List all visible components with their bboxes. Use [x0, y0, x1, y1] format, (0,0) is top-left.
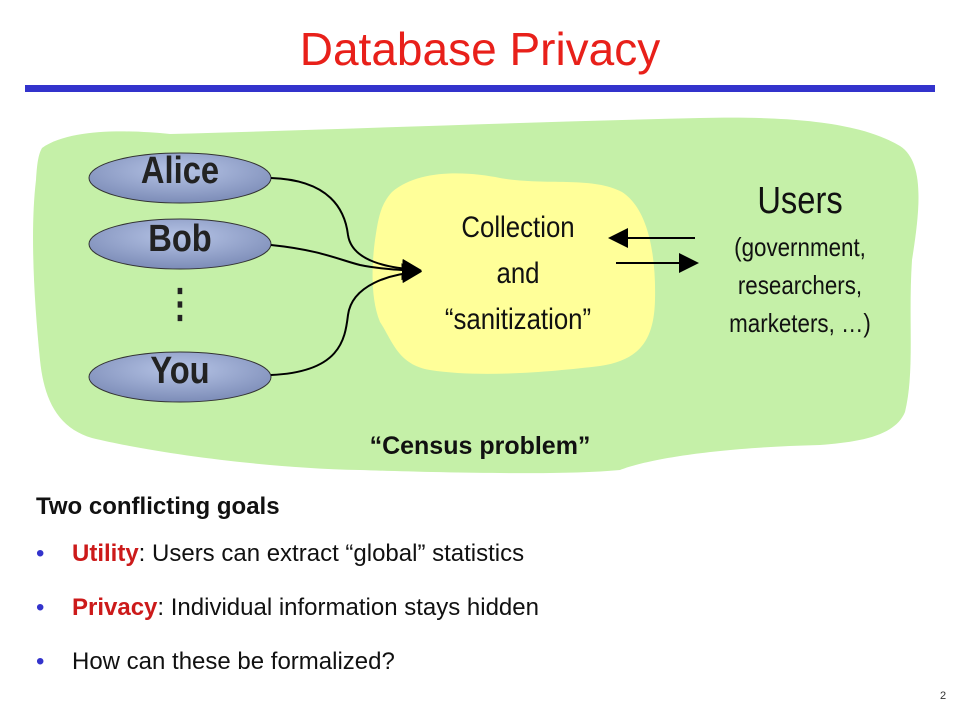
slide-title: Database Privacy — [299, 23, 661, 75]
bob-ellipse — [88, 218, 272, 270]
users-title: Users — [757, 180, 843, 222]
users-line-2: researchers, — [737, 270, 863, 300]
goal-text: : Individual information stays hidden — [157, 594, 539, 621]
you-label: You — [150, 350, 210, 392]
bullet-marker: • — [36, 648, 45, 675]
alice-label: Alice — [140, 150, 220, 192]
collection-line-1: Collection — [461, 211, 575, 244]
bob-label: Bob — [148, 218, 212, 260]
collection-line-2: and — [496, 257, 540, 290]
goal-keyword: Privacy — [72, 594, 158, 621]
goal-text: : Users can extract “global” statistics — [138, 540, 525, 567]
census-caption: “Census problem” — [369, 432, 591, 460]
users-line-3: marketers, …) — [729, 308, 871, 338]
arrow-alice — [270, 177, 422, 279]
arrow-you — [270, 263, 422, 376]
ellipsis-label: ⋮ — [162, 282, 198, 326]
title-rule — [25, 85, 935, 92]
page-number: 2 — [940, 690, 947, 702]
goals-list: • Utility: Users can extract “global” st… — [36, 540, 539, 702]
goal-item-privacy: • Privacy: Individual information stays … — [36, 594, 539, 648]
users-line-1: (government, — [734, 232, 866, 262]
collection-blob — [372, 173, 656, 374]
collection-line-3: “sanitization” — [444, 303, 592, 336]
bullet-marker: • — [36, 540, 45, 567]
goal-text: How can these be formalized? — [72, 648, 395, 675]
goal-item-formalized: • How can these be formalized? — [36, 648, 539, 702]
goal-keyword: Utility — [72, 540, 139, 567]
you-ellipse — [88, 351, 272, 403]
arrow-bob — [270, 244, 422, 281]
bullet-marker: • — [36, 594, 45, 621]
goals-heading: Two conflicting goals — [36, 493, 280, 520]
goal-item-utility: • Utility: Users can extract “global” st… — [36, 540, 539, 594]
